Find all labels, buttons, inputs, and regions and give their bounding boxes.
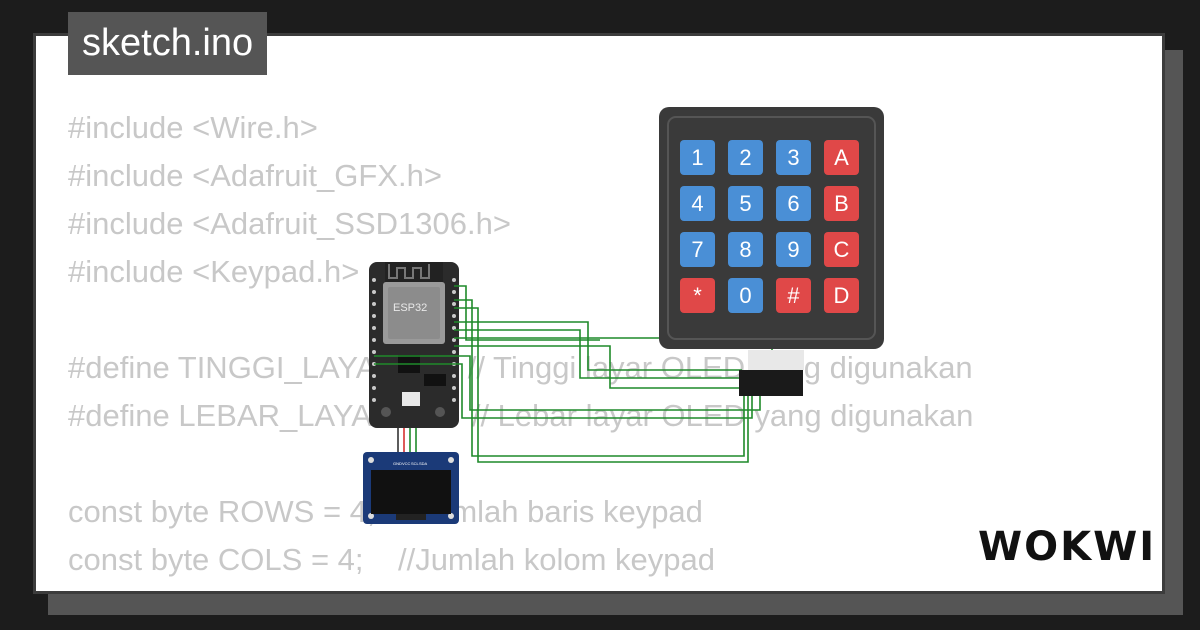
keypad: 1 2 3 A 4 5 6 B 7 8 9 C * 0 # D	[659, 107, 884, 396]
keypad-key-label: C	[834, 237, 850, 262]
keypad-key-label: B	[834, 191, 849, 216]
keypad-key-label: 1	[691, 145, 703, 170]
preview-card	[33, 33, 1165, 594]
keypad-key-6[interactable]: 6	[776, 186, 811, 221]
code-line: #include <Keypad.h>	[68, 254, 360, 289]
keypad-key-label: 5	[739, 191, 751, 216]
keypad-key-*[interactable]: *	[680, 278, 715, 313]
keypad-key-B[interactable]: B	[824, 186, 859, 221]
keypad-key-#[interactable]: #	[776, 278, 811, 313]
keypad-key-label: 6	[787, 191, 799, 216]
keypad-key-label: #	[787, 283, 800, 308]
keypad-key-label: 2	[739, 145, 751, 170]
oled-wires	[397, 428, 417, 456]
keypad-key-A[interactable]: A	[824, 140, 859, 175]
code-background: #include <Wire.h> #include <Adafruit_GFX.…	[68, 104, 973, 584]
keypad-key-label: 8	[739, 237, 751, 262]
keypad-connector	[739, 370, 803, 396]
keypad-key-8[interactable]: 8	[728, 232, 763, 267]
keypad-key-0[interactable]: 0	[728, 278, 763, 313]
oled-pin-label: SCL	[411, 461, 420, 466]
keypad-key-C[interactable]: C	[824, 232, 859, 267]
code-line: #define LEBAR_LAYAR 128 // Lebar layar O…	[68, 398, 974, 433]
wires	[374, 285, 790, 463]
code-line: const byte COLS = 4; //Jumlah kolom keyp…	[68, 542, 716, 577]
code-line: #include <Adafruit_GFX.h>	[68, 158, 442, 193]
esp32-board[interactable]: ESP32	[369, 262, 459, 428]
keypad-key-5[interactable]: 5	[728, 186, 763, 221]
keypad-key-3[interactable]: 3	[776, 140, 811, 175]
keypad-key-1[interactable]: 1	[680, 140, 715, 175]
keypad-key-label: 4	[691, 191, 703, 216]
keypad-key-label: 9	[787, 237, 799, 262]
keypad-key-label: A	[834, 145, 849, 170]
keypad-key-label: 3	[787, 145, 799, 170]
wokwi-logo: WOKWI	[978, 524, 1157, 570]
code-line: #include <Adafruit_SSD1306.h>	[68, 206, 511, 241]
keypad-key-label: *	[693, 283, 702, 308]
esp32-label: ESP32	[393, 302, 427, 314]
keypad-key-9[interactable]: 9	[776, 232, 811, 267]
keypad-key-label: D	[834, 283, 850, 308]
oled-pin-label: SDA	[419, 461, 428, 466]
keypad-key-label: 0	[739, 283, 751, 308]
code-line: #include <Wire.h>	[68, 110, 318, 145]
oled-display[interactable]: GND VCC SCL SDA	[363, 452, 459, 524]
oled-pin-label: VCC	[402, 461, 411, 466]
keypad-key-2[interactable]: 2	[728, 140, 763, 175]
file-tab[interactable]: sketch.ino	[68, 12, 268, 75]
oled-pin-label: GND	[393, 461, 402, 466]
keypad-key-D[interactable]: D	[824, 278, 859, 313]
keypad-key-label: 7	[691, 237, 703, 262]
keypad-key-7[interactable]: 7	[680, 232, 715, 267]
keypad-key-4[interactable]: 4	[680, 186, 715, 221]
code-line: const byte ROWS = 4; //Jumlah baris keyp…	[68, 494, 703, 529]
